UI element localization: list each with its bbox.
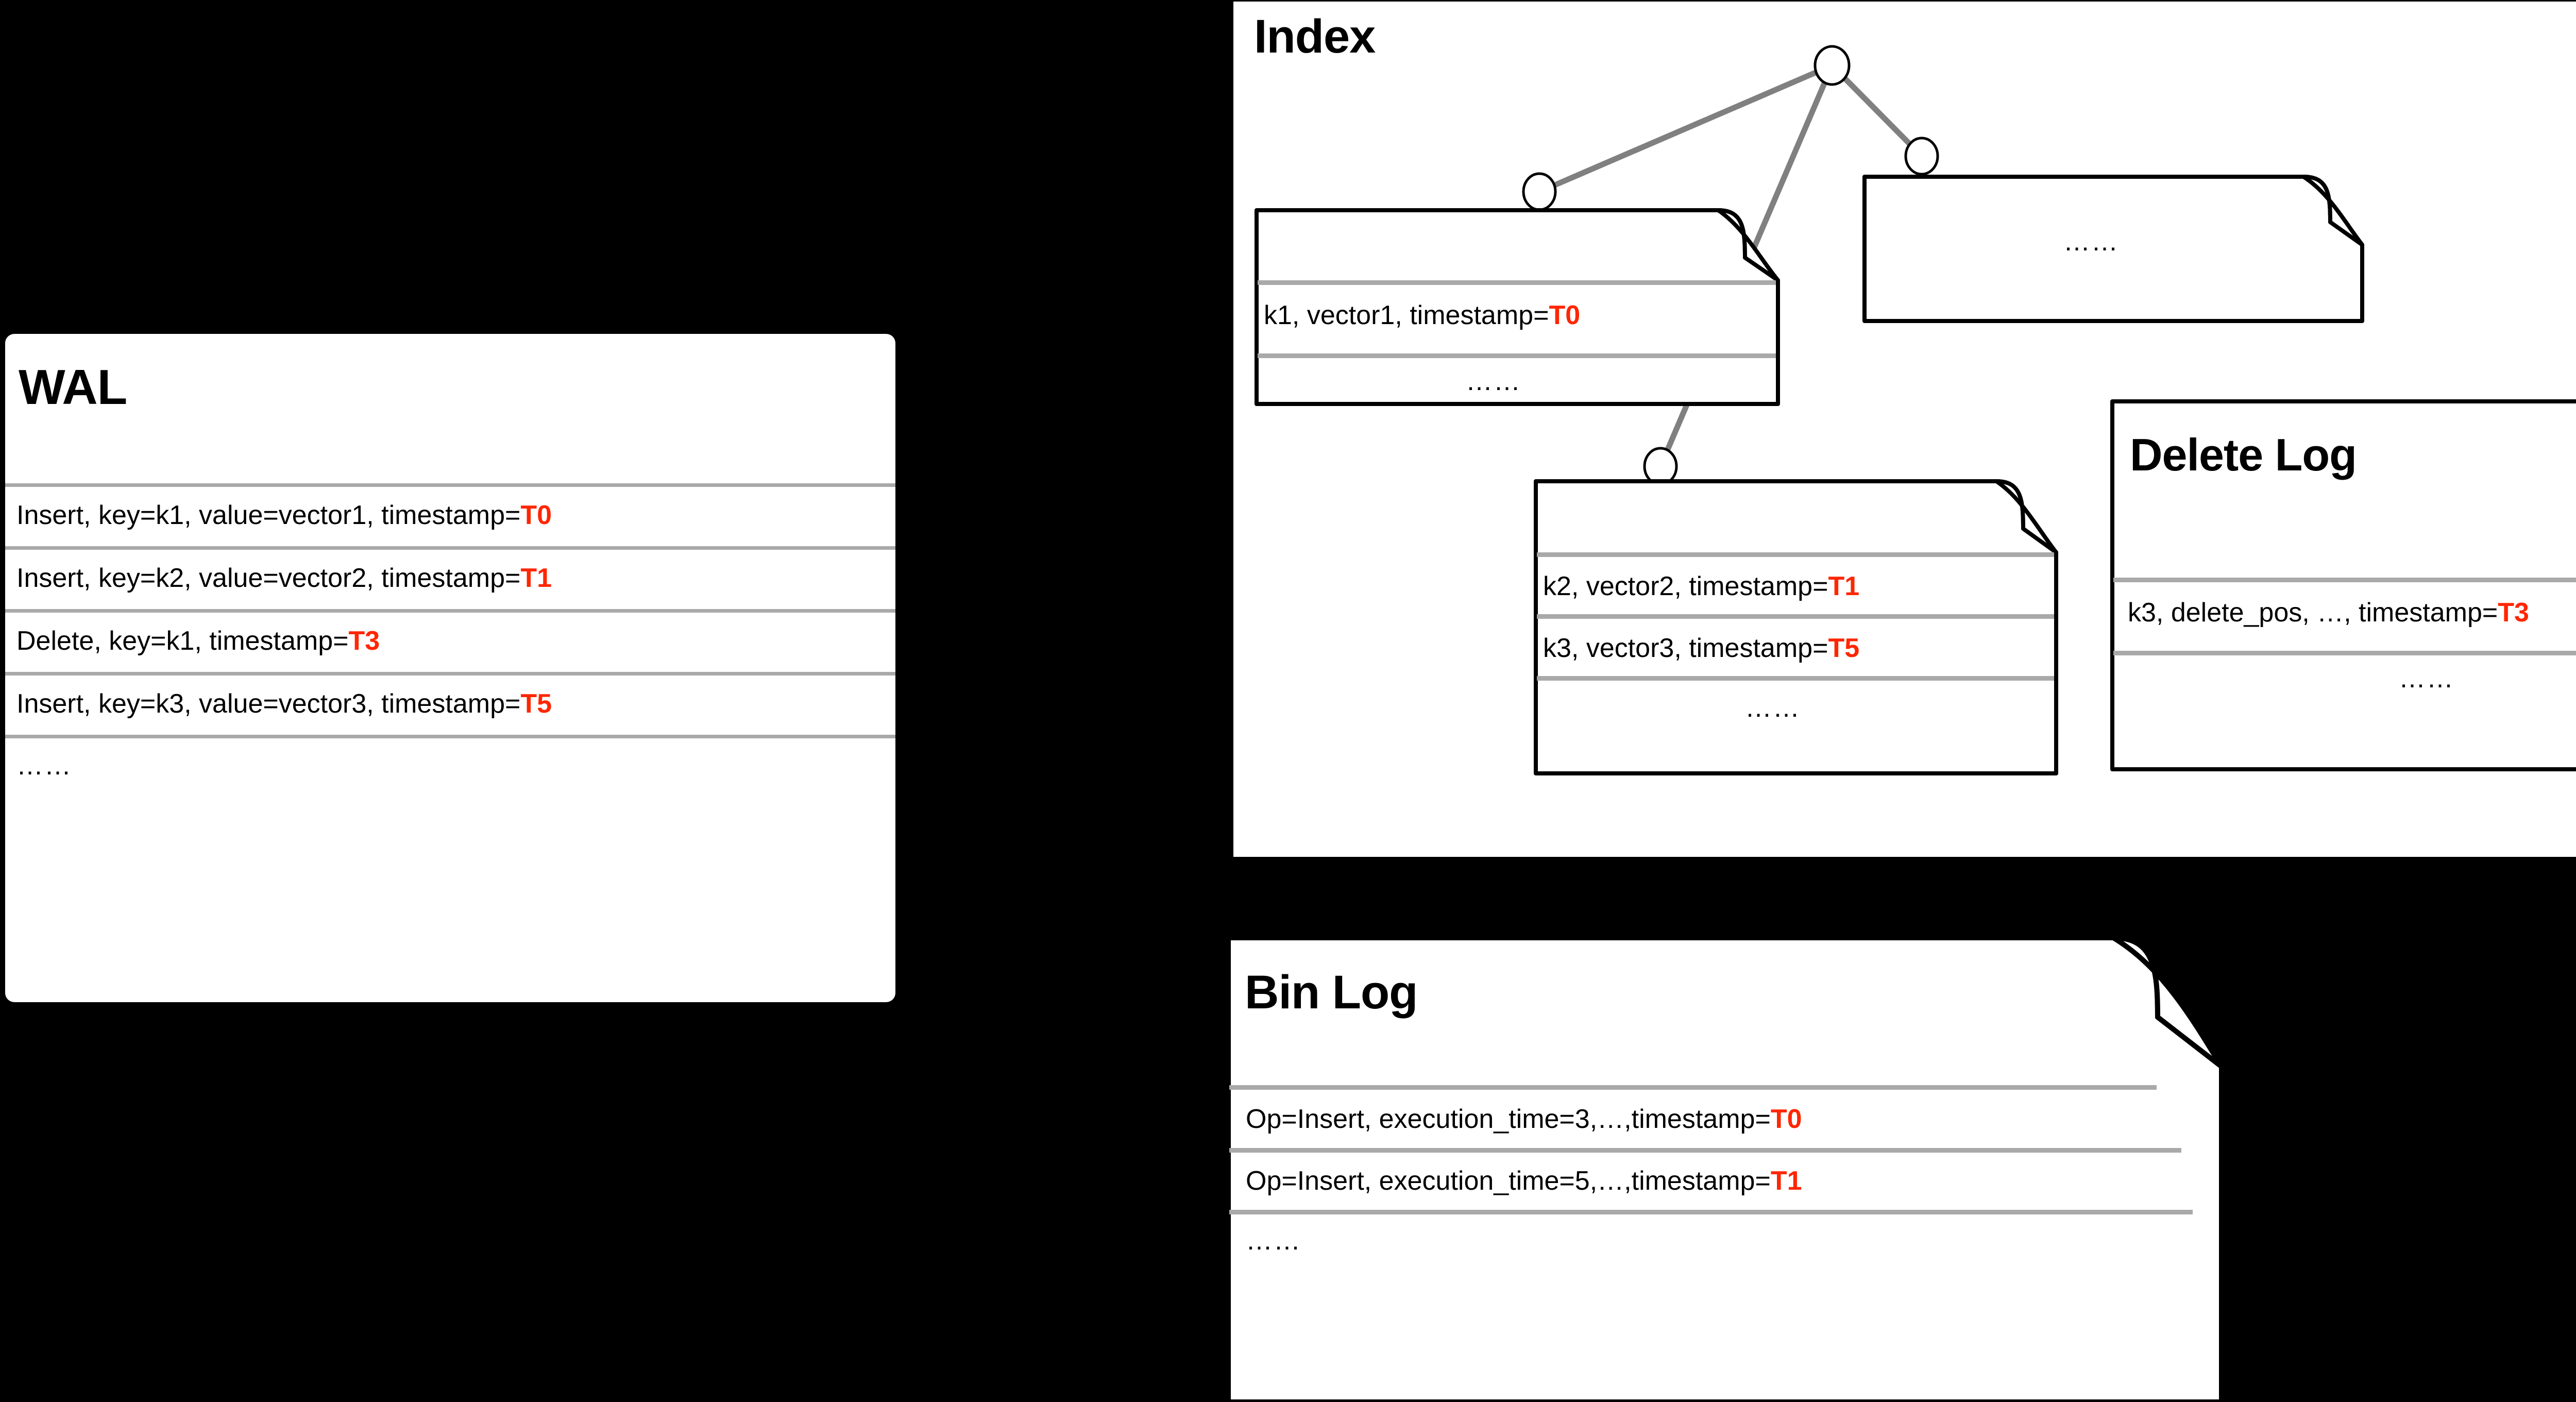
delete-log-title: Delete Log [2130, 429, 2357, 480]
tree-edge-root-right [1830, 63, 1924, 158]
root-node-circle [1814, 45, 1851, 86]
wal-row-text: Insert, key=k3, value=vector3, timestamp… [16, 689, 521, 719]
leaf-divider [1537, 552, 2054, 557]
tree-edge-root-left [1538, 62, 1834, 195]
bin-log-ellipsis: …… [1246, 1226, 1301, 1256]
left-child-node-circle [1522, 172, 1557, 211]
wal-panel: WAL Insert, key=k1, value=vector1, times… [5, 334, 895, 1002]
bin-log-divider [1229, 1085, 2157, 1090]
delete-log-divider [2113, 651, 2576, 655]
leaf-k2k3-row-text: k2, vector2, timestamp= [1543, 571, 1828, 601]
wal-row-timestamp: T1 [520, 563, 552, 593]
bin-log-row-text: Op=Insert, execution_time=5,…,timestamp= [1246, 1166, 1771, 1196]
wal-divider [5, 609, 895, 613]
leaf-k1-row: k1, vector1, timestamp=T0 [1264, 300, 1580, 331]
delete-log-row-text: k3, delete_pos, …, timestamp= [2128, 598, 2498, 628]
leaf-k2k3-row: k2, vector2, timestamp=T1 [1543, 571, 1859, 602]
wal-row: Insert, key=k2, value=vector2, timestamp… [16, 563, 552, 594]
wal-row-timestamp: T3 [348, 626, 380, 656]
bin-log-row: Op=Insert, execution_time=5,…,timestamp=… [1246, 1165, 1802, 1196]
wal-row: Insert, key=k1, value=vector1, timestamp… [16, 500, 552, 531]
index-leaf-k2k3-document: k2, vector2, timestamp=T1 k3, vector3, t… [1534, 479, 2058, 775]
leaf-divider [1537, 676, 2054, 681]
leaf-divider [1258, 353, 1776, 358]
wal-row-text: Insert, key=k1, value=vector1, timestamp… [16, 500, 521, 530]
leaf-k2k3-row-timestamp: T5 [1828, 633, 1860, 663]
wal-row-timestamp: T5 [520, 689, 552, 719]
leaf-divider [1537, 614, 2054, 619]
leaf-k2k3-row-text: k3, vector3, timestamp= [1543, 633, 1828, 663]
leaf-k2k3-row-timestamp: T1 [1828, 571, 1860, 601]
document-outline-icon [2110, 399, 2576, 771]
index-leaf-k1-document: k1, vector1, timestamp=T0 …… [1255, 208, 1780, 406]
delete-log-ellipsis: …… [2399, 664, 2454, 694]
leaf-k1-row-text: k1, vector1, timestamp= [1264, 300, 1549, 330]
bin-log-divider [1229, 1210, 2193, 1214]
wal-row: Delete, key=k1, timestamp=T3 [16, 626, 380, 656]
document-outline-icon [1534, 479, 2058, 775]
delete-log-divider [2113, 578, 2576, 582]
leaf-more-ellipsis: …… [2063, 227, 2119, 257]
document-outline-icon [1862, 175, 2364, 323]
leaf-k1-row-timestamp: T0 [1549, 300, 1581, 330]
leaf-k2k3-ellipsis: …… [1745, 693, 1801, 723]
bin-log-document: Bin Log Op=Insert, execution_time=3,…,ti… [1226, 935, 2224, 1402]
bin-log-row-timestamp: T1 [1770, 1166, 1802, 1196]
wal-divider [5, 735, 895, 738]
leaf-k1-ellipsis: …… [1466, 366, 1521, 396]
wal-divider [5, 546, 895, 550]
wal-divider [5, 672, 895, 675]
bin-log-divider [1229, 1148, 2181, 1153]
wal-row-text: Insert, key=k2, value=vector2, timestamp… [16, 563, 521, 593]
wal-title: WAL [19, 360, 127, 415]
wal-row: Insert, key=k3, value=vector3, timestamp… [16, 688, 552, 719]
bin-log-row: Op=Insert, execution_time=3,…,timestamp=… [1246, 1104, 1802, 1135]
delete-log-row-timestamp: T3 [2498, 598, 2529, 628]
index-panel: Index k1, vector1, timestamp=T0 …… …… [1233, 2, 2576, 857]
leaf-divider [1258, 280, 1776, 285]
wal-divider [5, 483, 895, 487]
bin-log-row-text: Op=Insert, execution_time=3,…,timestamp= [1246, 1104, 1771, 1134]
index-title: Index [1254, 10, 1376, 63]
delete-log-row: k3, delete_pos, …, timestamp=T3 [2128, 597, 2529, 628]
delete-log-document: Delete Log k3, delete_pos, …, timestamp=… [2110, 399, 2576, 771]
wal-row-text: Delete, key=k1, timestamp= [16, 626, 349, 656]
wal-row-timestamp: T0 [520, 500, 552, 530]
leaf-k2k3-row: k3, vector3, timestamp=T5 [1543, 633, 1859, 664]
wal-ellipsis: …… [16, 751, 72, 781]
bin-log-title: Bin Log [1245, 966, 1418, 1019]
right-child-node-circle [1904, 137, 1939, 176]
index-leaf-more-document: …… [1862, 175, 2364, 323]
bin-log-row-timestamp: T0 [1770, 1104, 1802, 1134]
document-outline-icon [1226, 935, 2224, 1402]
